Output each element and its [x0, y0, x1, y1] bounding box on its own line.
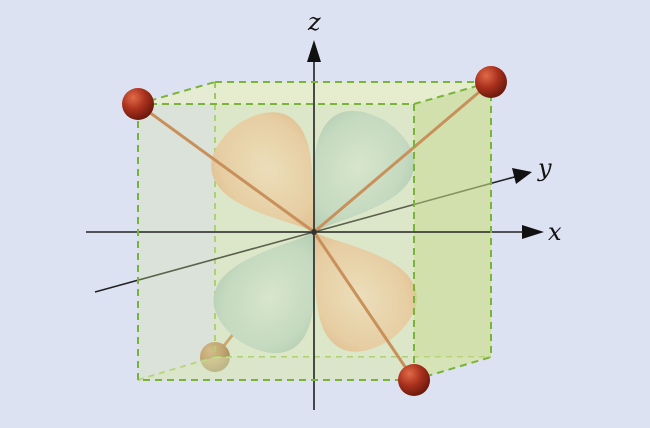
z-axis-arrow — [307, 40, 321, 62]
ligand-upper-left — [122, 88, 154, 120]
origin-point — [311, 229, 317, 235]
bonds-front — [137, 80, 492, 381]
x-axis-label: x — [548, 218, 562, 246]
z-axis-label: z — [307, 8, 321, 36]
ligand-lower-right — [398, 364, 430, 396]
y-axis-arrow — [512, 168, 532, 184]
ligand-upper-right — [475, 66, 507, 98]
cube-back-edges — [137, 82, 491, 381]
y-axis-label: y — [537, 154, 552, 182]
x-axis-arrow — [522, 225, 544, 239]
